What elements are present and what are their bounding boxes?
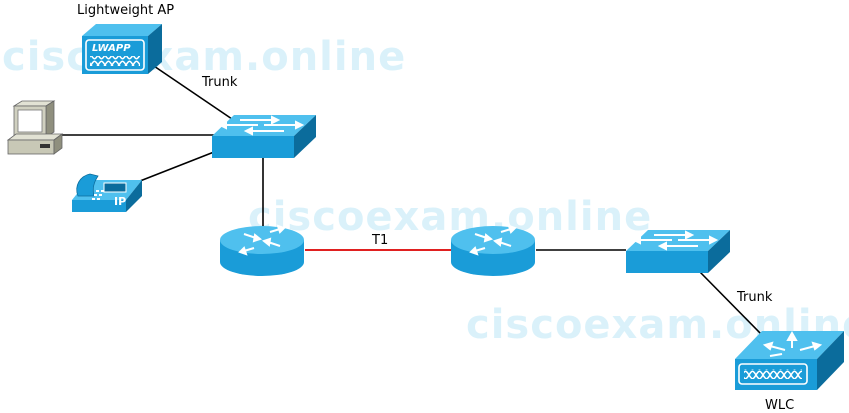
phone-badge-label: IP bbox=[114, 195, 126, 208]
ap-badge-label: LWAPP bbox=[92, 43, 131, 54]
trunk-label-wlc: Trunk bbox=[736, 290, 773, 305]
ap-label: Lightweight AP bbox=[77, 3, 174, 18]
links bbox=[62, 61, 766, 339]
link-phone-switch bbox=[139, 151, 215, 182]
router-icon bbox=[451, 224, 535, 276]
watermark-text: ciscoexam.online bbox=[248, 194, 652, 240]
ip-phone-icon: IP bbox=[72, 173, 142, 212]
switch-icon bbox=[626, 230, 730, 273]
pc-icon bbox=[6, 100, 64, 155]
router-icon bbox=[220, 224, 304, 276]
lightweight-ap-icon: LWAPP bbox=[82, 24, 162, 74]
wlc-icon bbox=[735, 330, 844, 390]
link-switch-wlc bbox=[697, 269, 766, 339]
wlc-label: WLC bbox=[765, 398, 794, 413]
t1-label: T1 bbox=[371, 233, 388, 248]
trunk-label-ap: Trunk bbox=[201, 75, 238, 90]
watermark-text: ciscoexam.online bbox=[2, 34, 406, 80]
link-ap-switch bbox=[147, 61, 233, 120]
switch-icon bbox=[212, 115, 316, 158]
